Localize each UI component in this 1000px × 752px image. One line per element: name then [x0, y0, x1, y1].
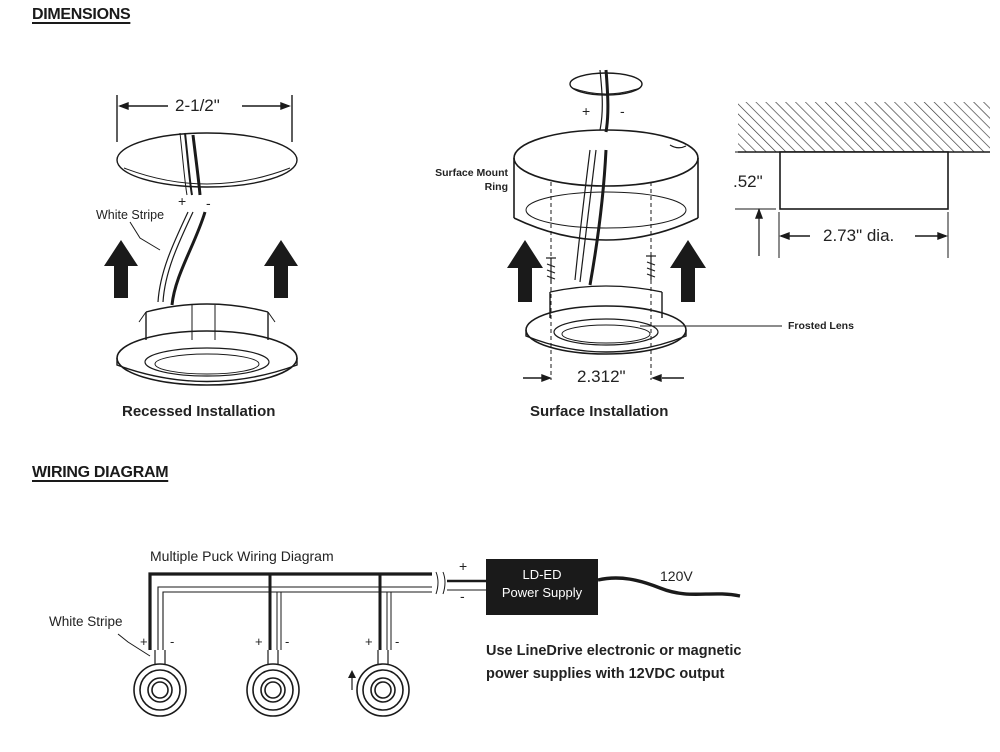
recessed-white-stripe-label: White Stripe	[96, 208, 165, 222]
frosted-lens-label: Frosted Lens	[788, 320, 854, 332]
bus-minus-label: -	[460, 588, 465, 604]
power-supply-line1: LD-ED	[522, 567, 562, 582]
surface-arrows	[507, 240, 706, 302]
recessed-caption: Recessed Installation	[122, 403, 276, 420]
puck2-minus-label: -	[285, 634, 290, 649]
surface-ring-label-line1: Surface Mount	[435, 167, 508, 179]
profile-diameter-label: 2.73" dia.	[823, 226, 895, 245]
power-supply-line2: Power Supply	[501, 585, 583, 600]
surface-ring-label: Surface Mount Ring	[410, 166, 508, 194]
recessed-arrows	[104, 240, 298, 298]
wiring-drawing	[117, 571, 741, 717]
bus-plus-label: +	[459, 558, 468, 574]
surface-width-label: 2.312"	[577, 367, 626, 386]
recessed-width-label: 2-1/2"	[175, 96, 220, 115]
voltage-label: 120V	[660, 568, 693, 584]
surface-plus-label: +	[582, 103, 591, 119]
puck1-plus-label: +	[140, 634, 148, 649]
profile-height-label: .52"	[733, 172, 763, 191]
puck3-minus-label: -	[395, 634, 400, 649]
puck3-plus-label: +	[365, 634, 373, 649]
surface-minus-label: -	[620, 103, 625, 119]
puck2-plus-label: +	[255, 634, 263, 649]
supply-note-line2: power supplies with 12VDC output	[486, 666, 725, 682]
surface-drawing	[513, 69, 782, 383]
recessed-minus-label: -	[206, 195, 211, 211]
supply-note-line1: Use LineDrive electronic or magnetic	[486, 643, 742, 659]
dimensions-heading: DIMENSIONS	[32, 6, 131, 23]
power-supply-label: LD-ED Power Supply	[486, 566, 598, 602]
surface-caption: Surface Installation	[530, 403, 669, 420]
surface-ring-label-line2: Ring	[484, 181, 508, 193]
supply-note: Use LineDrive electronic or magnetic pow…	[486, 640, 741, 686]
wiring-title: Multiple Puck Wiring Diagram	[150, 548, 334, 564]
power-supply-box	[486, 559, 598, 615]
puck1-minus-label: -	[170, 634, 175, 649]
profile-drawing	[735, 102, 990, 258]
wiring-heading: WIRING DIAGRAM	[32, 464, 169, 481]
recessed-drawing	[116, 95, 298, 386]
wiring-white-stripe-label: White Stripe	[49, 614, 123, 629]
recessed-plus-label: +	[178, 193, 187, 209]
